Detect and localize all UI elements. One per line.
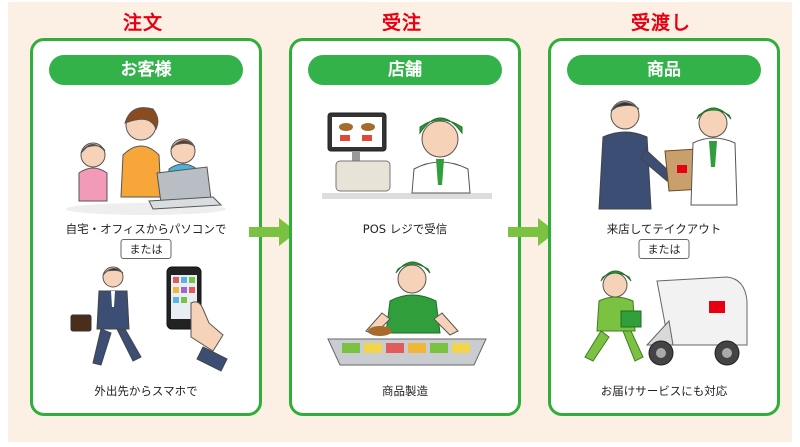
panel-handover: 商品 来店してテイクアウト または [548, 38, 780, 416]
panel-receive: 店舗 POS レジで受信 [289, 38, 521, 416]
step-title-handover: 受渡し [630, 12, 691, 34]
food-preparation-illustration [327, 261, 487, 366]
caption-smartphone-order: 外出先からスマホで [94, 384, 198, 398]
takeout-handover-illustration [598, 100, 738, 210]
or-label-2: または [638, 239, 690, 259]
right-arrow-icon [508, 218, 556, 246]
caption-takeout: 来店してテイクアウト [606, 222, 722, 236]
header-store: 店舗 [308, 55, 502, 85]
right-arrow-icon [249, 218, 297, 246]
panel-order: お客様 自宅・オフィスからパソコンで または [30, 38, 262, 416]
flow-diagram: 注文 お客様 自宅・オフィスからパソコンで または [8, 2, 792, 442]
caption-production: 商品製造 [382, 384, 428, 398]
caption-pc-order: 自宅・オフィスからパソコンで [65, 222, 227, 236]
delivery-scooter-illustration [584, 270, 748, 366]
step-title-order: 注文 [122, 12, 163, 34]
step-title-receive: 受注 [381, 12, 422, 34]
header-product: 商品 [567, 55, 761, 85]
family-computer-illustration [66, 107, 226, 215]
header-customer: お客様 [49, 55, 243, 85]
businessman-smartphone-illustration [70, 266, 228, 372]
pos-register-staff-illustration [322, 112, 492, 199]
caption-pos: POS レジで受信 [362, 222, 448, 236]
caption-delivery: お届けサービスにも対応 [600, 384, 728, 398]
or-label-1: または [120, 239, 172, 259]
